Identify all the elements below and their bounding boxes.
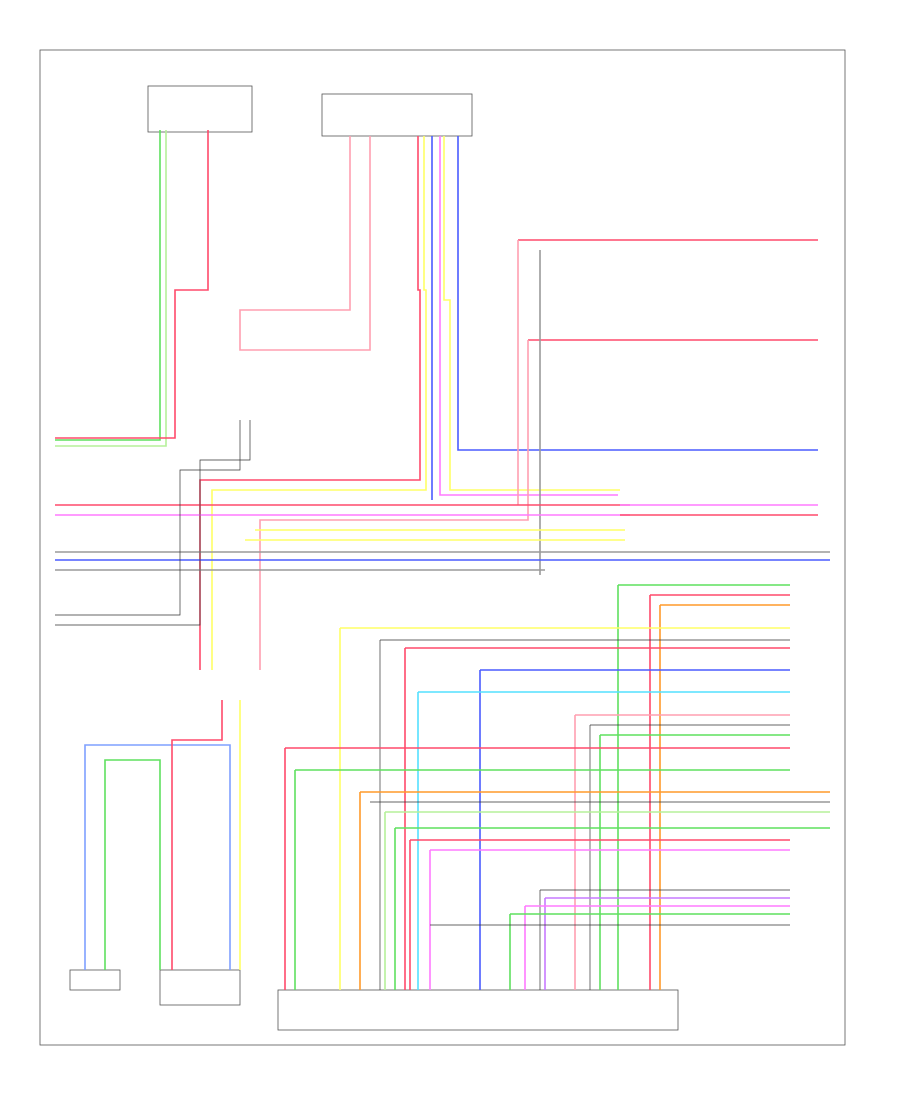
wire-green xyxy=(55,130,161,441)
component-top-center xyxy=(321,93,473,137)
wire-blue xyxy=(457,136,818,451)
wire-yellow xyxy=(443,136,620,491)
wire-green xyxy=(104,759,161,970)
wire-yellow xyxy=(211,136,427,670)
wire-red xyxy=(171,700,223,970)
component-box xyxy=(69,969,121,991)
wire-magenta xyxy=(439,136,618,496)
component-box xyxy=(277,989,679,1031)
diagram-frame xyxy=(39,49,846,1046)
wire-pink xyxy=(259,340,529,670)
wire-pink xyxy=(239,136,371,351)
component-box xyxy=(321,93,473,137)
wire-lightblue xyxy=(84,744,231,970)
component-bottom-left-1 xyxy=(69,969,121,991)
component-bottom-left-2 xyxy=(159,969,241,1006)
component-box xyxy=(147,85,253,133)
wire-red xyxy=(199,136,421,670)
wire-black xyxy=(55,420,241,616)
wire-lime xyxy=(55,130,167,447)
component-top-left xyxy=(147,85,253,133)
wire-gray xyxy=(55,420,251,626)
wire-red xyxy=(55,130,209,439)
component-box xyxy=(159,969,241,1006)
component-bottom-main xyxy=(277,989,679,1031)
